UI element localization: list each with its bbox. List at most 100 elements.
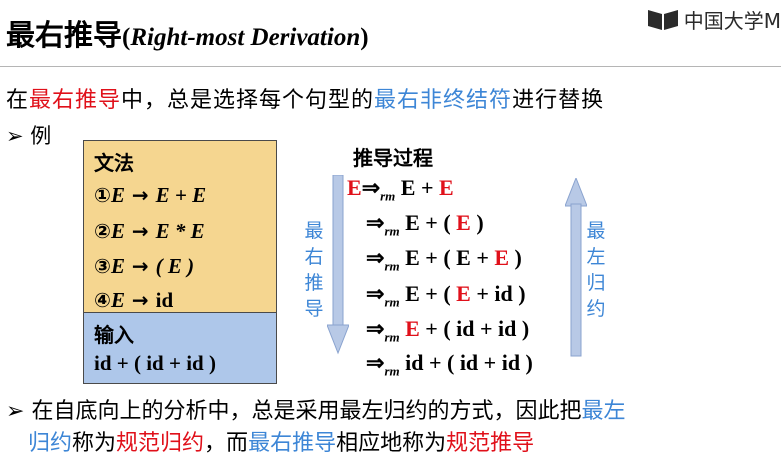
rule-rhs: E * E: [155, 219, 205, 243]
label-char: 最: [304, 220, 324, 242]
rule-rhs: E + E: [155, 183, 207, 207]
intro-text-1: 在: [6, 88, 30, 113]
rule-arrow: →: [131, 288, 149, 312]
title-english: Right-most Derivation: [130, 24, 361, 51]
conclusion-text-1: 在自底向上的分析中，总是采用最左归约的方式，因此把: [31, 399, 582, 424]
conclusion-term-canonical-reduction: 规范归约: [116, 431, 205, 456]
step-term: E + (: [405, 210, 457, 235]
input-box: 输入 id + ( id + id ): [83, 312, 277, 384]
rule-arrow: →: [131, 254, 149, 278]
derivation-process-title: 推导过程: [353, 146, 433, 170]
derivation-step: ⇒rm E + ( E + id ): [366, 281, 526, 310]
label-char: 左: [586, 246, 606, 268]
label-char: 推: [304, 272, 324, 294]
rm-subscript: rm: [384, 223, 400, 239]
conclusion-text-2: 称为: [72, 431, 117, 456]
label-char: 最: [586, 220, 606, 242]
rule-rhs: ( E ): [155, 254, 195, 278]
intro-term-rightmost-nonterminal: 最右非终结符: [374, 88, 513, 113]
derivation-step: ⇒rm E + ( E + E ): [366, 245, 522, 274]
conclusion-term-reduction: 归约: [28, 431, 73, 456]
intro-text-2: 中，总是选择每个句型的: [121, 88, 375, 113]
step-term-highlight: E: [439, 175, 454, 200]
rule-number: ①: [94, 183, 111, 207]
step-term: ): [509, 245, 522, 270]
label-char: 归: [586, 272, 606, 294]
rule-arrow: →: [131, 183, 149, 207]
title-divider: [0, 66, 781, 67]
conclusion-term-rightmost-derivation: 最右推导: [248, 431, 337, 456]
intro-sentence: 在最右推导中，总是选择每个句型的最右非终结符进行替换: [6, 82, 604, 114]
downward-arrow-icon: [327, 175, 349, 355]
intro-term-rightmost-derivation: 最右推导: [29, 88, 122, 113]
conclusion-line-2: 归约称为规范归约，而最右推导相应地称为规范推导: [28, 425, 534, 457]
step-term-highlight: E: [456, 210, 471, 235]
left-vertical-label: 最 右 推 导: [303, 218, 325, 322]
grammar-rule: ②E → E * E: [94, 219, 205, 244]
derivation-step: ⇒rm E + ( id + id ): [366, 316, 529, 345]
derive-arrow: ⇒: [366, 316, 385, 341]
grammar-rule: ④E → id: [94, 288, 173, 313]
step-term: + id ): [470, 281, 526, 306]
step-term: ): [470, 210, 484, 235]
intro-text-3: 进行替换: [512, 88, 605, 113]
conclusion-text-4: 相应地称为: [336, 431, 447, 456]
derivation-step: ⇒rm id + ( id + id ): [366, 350, 533, 379]
conclusion-text-3: ，而: [204, 431, 249, 456]
title-open-paren: (: [122, 24, 131, 51]
derive-arrow: ⇒: [366, 210, 385, 235]
label-char: 导: [304, 298, 324, 320]
step-term: E + (: [405, 281, 457, 306]
grammar-rule: ①E → E + E: [94, 183, 206, 208]
input-string: id + ( id + id ): [94, 351, 216, 375]
rule-lhs: E: [110, 288, 125, 312]
rule-arrow: →: [131, 219, 149, 243]
right-vertical-label: 最 左 归 约: [585, 218, 607, 322]
upward-arrow-icon: [565, 178, 587, 357]
bullet-arrow-icon: ➢: [6, 399, 25, 424]
step-term-highlight: E: [456, 281, 471, 306]
rm-subscript: rm: [384, 329, 400, 345]
step-term: +: [415, 175, 440, 200]
rm-subscript: rm: [380, 188, 396, 204]
derive-arrow: ⇒: [361, 175, 381, 200]
rm-subscript: rm: [384, 363, 400, 379]
derive-arrow: ⇒: [366, 350, 385, 375]
title-close-paren: ): [360, 24, 369, 51]
rm-subscript: rm: [384, 294, 400, 310]
step-term-highlight: E: [494, 245, 510, 270]
label-char: 右: [304, 246, 324, 268]
step-term: E: [400, 175, 416, 200]
rule-number: ②: [94, 219, 111, 243]
label-char: 约: [586, 298, 606, 320]
conclusion-line-1: ➢ 在自底向上的分析中，总是采用最左归约的方式，因此把最左: [6, 393, 625, 425]
rule-number: ④: [94, 288, 111, 312]
rule-lhs: E: [110, 219, 125, 243]
rule-lhs: E: [110, 183, 125, 207]
example-text: 例: [30, 124, 52, 148]
derivation-step: E⇒rm + E + E: [347, 175, 454, 204]
derive-arrow: ⇒: [366, 245, 385, 270]
watermark: 中国大学M: [646, 2, 781, 36]
conclusion-term-canonical-derivation: 规范推导: [446, 431, 535, 456]
example-label: ➢ 例: [6, 120, 51, 150]
input-heading: 输入: [94, 323, 134, 347]
rule-rhs: id: [155, 288, 174, 312]
step-term: id + ( id + id ): [405, 350, 533, 375]
title-chinese: 最右推导: [6, 18, 123, 52]
bullet-arrow-icon: ➢: [6, 124, 24, 148]
grammar-heading: 文法: [94, 151, 134, 175]
watermark-text: 中国大学M: [683, 8, 781, 33]
step-term: E + ( E +: [405, 245, 495, 270]
rm-subscript: rm: [384, 258, 400, 274]
grammar-box: 文法 ①E → E + E ②E → E * E ③E → ( E ) ④E →…: [83, 140, 277, 314]
step-term: + ( id + id ): [419, 316, 530, 341]
rule-lhs: E: [110, 254, 125, 278]
rule-number: ③: [94, 254, 111, 278]
slide-title: 最右推导(Right-most Derivation): [6, 12, 369, 54]
book-logo-icon: [646, 6, 680, 32]
grammar-rule: ③E → ( E ): [94, 254, 194, 279]
conclusion-term-leftmost: 最左: [581, 399, 626, 424]
derive-arrow: ⇒: [366, 281, 385, 306]
start-symbol: E: [347, 175, 362, 200]
